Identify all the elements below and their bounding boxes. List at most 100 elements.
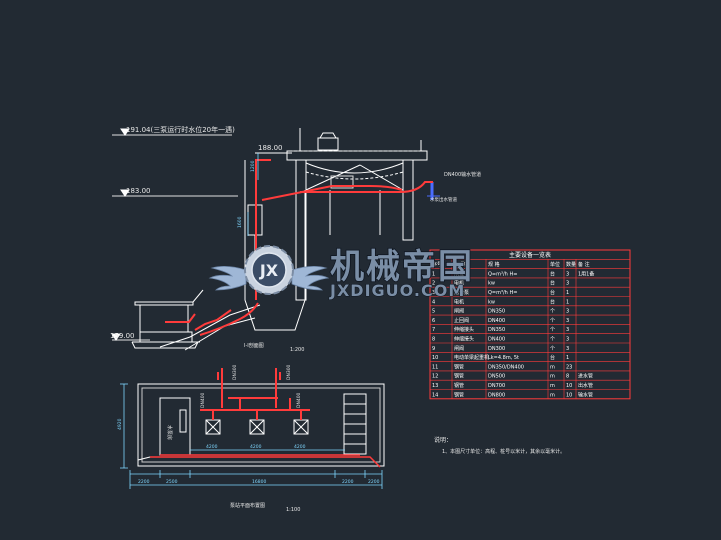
table-cell: DN500 [488,374,505,380]
dim-inner-1: 4200 [206,444,218,450]
text-layer: 191.04(三泵运行时水位20年一遇) 188.00 183.00 159.0… [110,125,565,513]
riser-tag-2: DN300 [286,364,292,380]
table-cell: 闸阀 [454,308,464,315]
elevation-platform: 188.00 [258,144,283,152]
table-cell: 3 [566,318,569,324]
table-cell: 个 [550,309,555,315]
table-cell: DN800 [488,392,505,398]
table-cell: 水泵 [454,270,464,277]
table-cell: 10 [432,355,438,361]
table-cell: 7 [432,327,435,333]
table-cell: m [550,374,555,380]
table-cell: Lk=4.8m, 5t [488,355,519,361]
table-cell: 3 [432,290,435,296]
table-cell: 3 [566,309,569,315]
table-cell: 23 [566,364,572,370]
watermark-badge: JX [259,261,279,280]
elevation-bottom-left: 159.00 [110,332,135,340]
table-cell: 3 [566,327,569,333]
dim-left-height-2: 1200 [250,160,256,172]
table-cell: 钢管 [454,382,464,389]
table-cell: 1用1备 [578,270,594,277]
table-cell: 伸缩接头 [454,336,474,343]
table-title: 主要设备一览表 [509,251,551,259]
pipe-right-label: DN400输水管道 [444,171,481,178]
plan-title: 泵站平面布置图 [230,502,265,509]
table-cell: 10 [566,383,572,389]
table-cell: 电机 [454,298,464,305]
notes-title: 说明： [434,436,452,444]
table-cell: 9 [432,346,435,352]
table-cell: 钢管 [454,391,464,398]
table-cell: kw [488,281,495,287]
table-cell: 个 [550,318,555,324]
elevation-mid-left: 183.00 [126,187,151,195]
table-cell: 5 [432,309,435,315]
elevation-top-left: 191.04(三泵运行时水位20年一遇) [126,125,235,134]
section-view [111,128,440,351]
table-cell: 4 [432,299,435,305]
table-cell: 3 [566,346,569,352]
table-cell: 12 [432,374,438,380]
table-cell: m [550,392,555,398]
pipe-right-sublabel: 水泵出水管道 [430,196,457,203]
dim-bottom-seg-4: 2200 [368,479,380,485]
dim-left-height: 4920 [117,418,123,430]
table-cell: 台 [550,354,555,361]
table-header-cell: 数量 [566,261,576,268]
table-cell: DN400 [488,337,505,343]
table-cell: 台 [550,298,555,305]
table-cell: 止回阀 [454,317,469,324]
dim-bottom-seg-1: 2200 [138,479,150,485]
plan-scale: 1:100 [286,507,300,513]
table-cell: 钢管 [454,373,464,380]
table-cell: 台 [550,270,555,277]
table-cell: 10 [566,392,572,398]
table-cell: Q=m³/h H= [488,290,517,296]
table-cell: DN350/DN400 [488,364,524,370]
table-cell: 1 [566,290,569,296]
table-cell: DN350 [488,309,505,315]
wing-left-shape [208,266,247,291]
table-cell: 8 [432,337,435,343]
table-cell: 个 [550,337,555,343]
notes-line-1: 1、本图尺寸单位：高程、桩号以米计，其余以毫米计。 [442,448,565,455]
table-cell: 14 [432,392,438,398]
table-cell: 台 [550,280,555,287]
dim-bottom-seg-2: 2500 [166,479,178,485]
table-cell: 6 [432,318,435,324]
table-cell: 潜污泵 [454,289,469,296]
table-header-cell: 备 注 [578,261,590,268]
table-cell: 11 [432,364,438,370]
pump-units [205,419,309,435]
table-cell: 1 [566,355,569,361]
wing-right-shape [291,266,330,291]
table-cell: 个 [550,327,555,333]
table-cell: 3 [566,281,569,287]
table-cell: DN350 [488,327,505,333]
table-cell: 1 [432,271,435,277]
table-cell: DN700 [488,383,505,389]
table-cell: 电动单梁起重机 [454,354,489,361]
table-cell: 个 [550,346,555,352]
watermark: JX 机械帝国 JXDIGUO.COM [208,245,474,301]
table-header-cell: 规 格 [488,261,500,268]
table-cell: 电机 [454,280,464,287]
table-cell: 钢管 [454,363,464,370]
watermark-cn: 机械帝国 [330,247,474,287]
dimension-lines [120,153,383,489]
table-cell: 3 [566,271,569,277]
pump-unit [293,419,309,435]
dim-inner-3: 4200 [294,444,306,450]
dim-inner-2: 4200 [250,444,262,450]
table-header-cell: 名 称 [454,261,466,268]
section-title: I-I剖面图 [244,342,264,349]
pump-room-label: 水泵房 [166,425,173,440]
table-cell: 8 [566,374,569,380]
dim-left-height-1: 1600 [237,216,243,228]
table-cell: 闸阀 [454,345,464,352]
dim-bottom-total: 16800 [252,479,266,485]
table-header-cell: 单位 [550,261,560,268]
